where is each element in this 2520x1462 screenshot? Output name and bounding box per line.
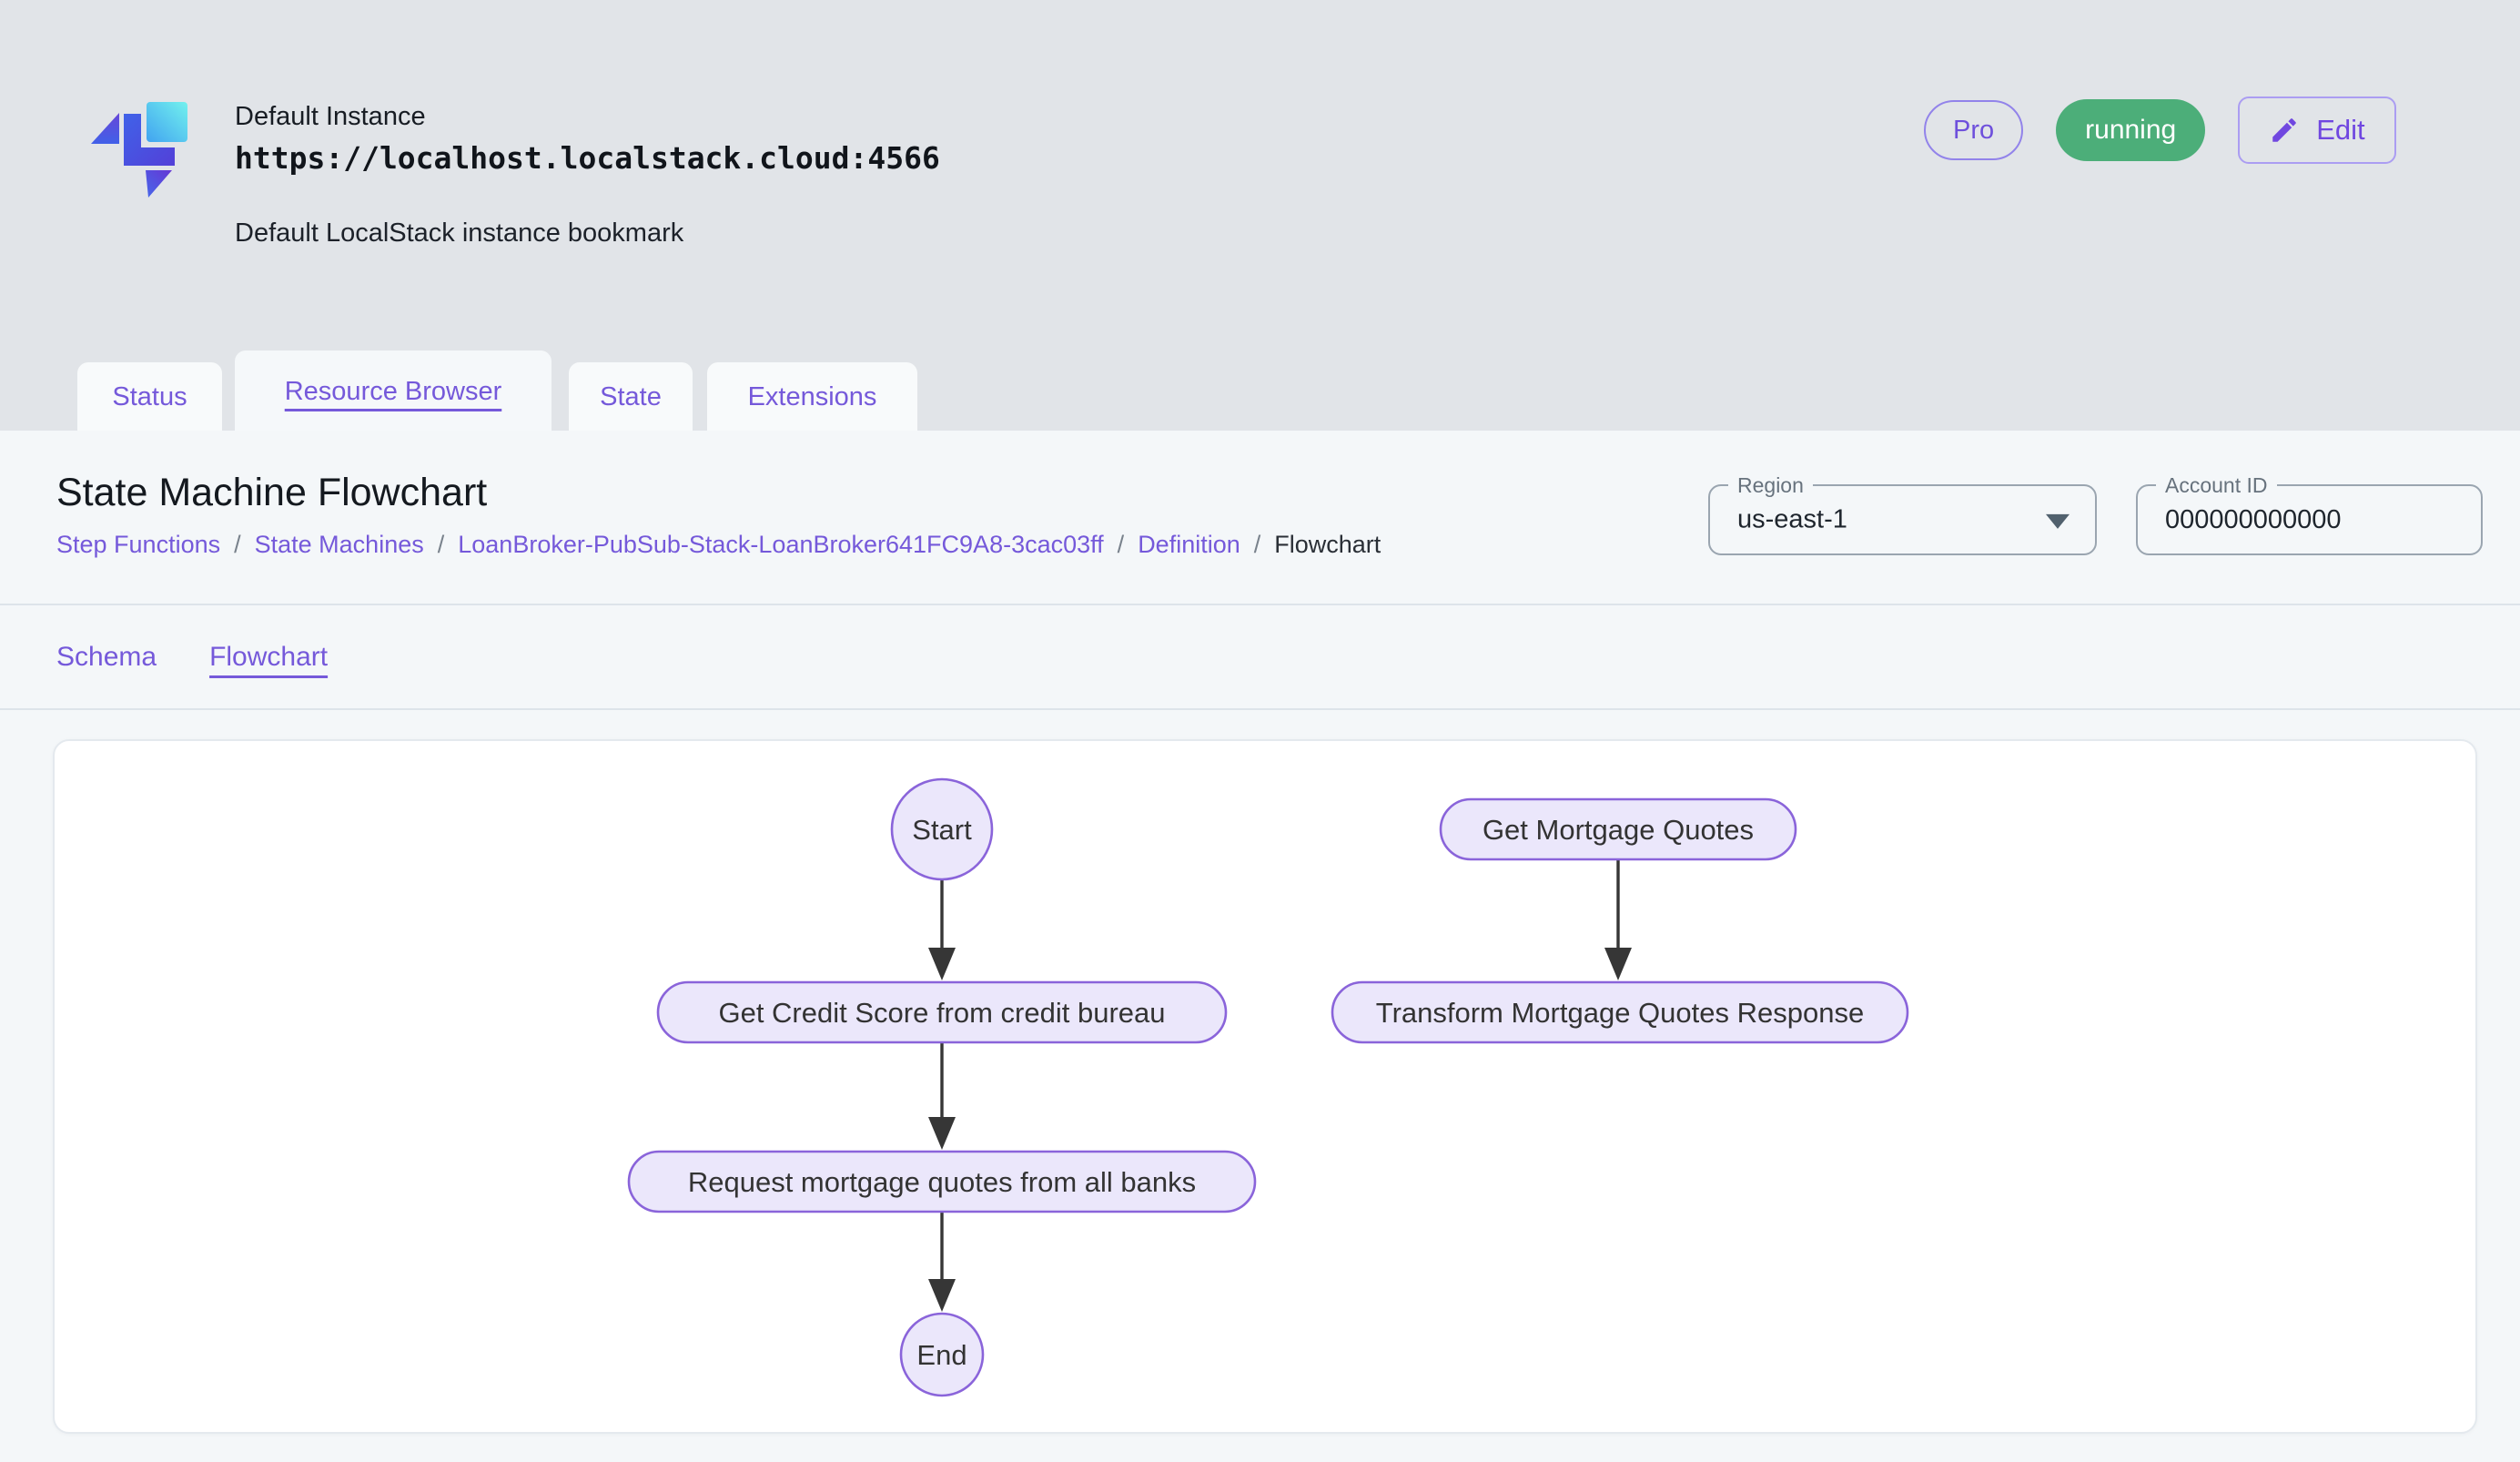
- node-get-credit-score: Get Credit Score from credit bureau: [658, 982, 1226, 1042]
- page-title: State Machine Flowchart: [56, 471, 487, 515]
- instance-description: Default LocalStack instance bookmark: [235, 218, 683, 249]
- svg-text:Get Credit Score from credit b: Get Credit Score from credit bureau: [718, 997, 1165, 1029]
- instance-name: Default Instance: [235, 102, 426, 132]
- region-value: us-east-1: [1737, 505, 1847, 535]
- subtab-flowchart[interactable]: Flowchart: [209, 633, 328, 682]
- divider: [0, 708, 2520, 710]
- breadcrumb-state-machine-id[interactable]: LoanBroker-PubSub-Stack-LoanBroker641FC9…: [458, 531, 1103, 559]
- tab-state[interactable]: State: [569, 362, 693, 431]
- resource-browser-panel: State Machine Flowchart Step Functions /…: [0, 431, 2520, 1462]
- edit-button[interactable]: Edit: [2238, 96, 2395, 164]
- edge-quotes-to-transform: [1604, 860, 1632, 980]
- breadcrumb-separator: /: [1254, 531, 1261, 559]
- node-end: End: [901, 1314, 983, 1396]
- svg-text:Get Mortgage Quotes: Get Mortgage Quotes: [1483, 814, 1754, 846]
- node-start: Start: [892, 779, 992, 879]
- flowchart-card: Start Get Credit Score from credit burea…: [53, 739, 2477, 1434]
- divider: [0, 604, 2520, 605]
- region-label: Region: [1728, 472, 1813, 499]
- breadcrumb-separator: /: [438, 531, 445, 559]
- header-actions: Pro running Edit: [1924, 96, 2396, 164]
- instance-url: https://localhost.localstack.cloud:4566: [235, 140, 940, 176]
- node-transform-response: Transform Mortgage Quotes Response: [1332, 982, 1908, 1042]
- svg-text:End: End: [916, 1339, 967, 1371]
- pencil-icon: [2269, 115, 2300, 146]
- chevron-down-icon: [2046, 514, 2070, 529]
- svg-text:Start: Start: [912, 814, 972, 846]
- breadcrumb-definition[interactable]: Definition: [1138, 531, 1240, 559]
- edit-button-label: Edit: [2316, 114, 2364, 147]
- subtab-schema[interactable]: Schema: [56, 633, 157, 682]
- edge-request-to-end: [928, 1212, 956, 1312]
- svg-text:Request mortgage quotes from a: Request mortgage quotes from all banks: [688, 1166, 1196, 1198]
- status-badge: running: [2056, 99, 2205, 161]
- breadcrumb: Step Functions / State Machines / LoanBr…: [56, 531, 1381, 559]
- node-get-mortgage-quotes: Get Mortgage Quotes: [1441, 799, 1796, 859]
- tab-extensions[interactable]: Extensions: [707, 362, 917, 431]
- account-id-field: Account ID: [2136, 484, 2483, 555]
- state-machine-flowchart-svg: Start Get Credit Score from credit burea…: [55, 741, 2479, 1436]
- localstack-logo: [80, 89, 217, 217]
- tab-status[interactable]: Status: [77, 362, 222, 431]
- svg-text:Transform Mortgage Quotes Resp: Transform Mortgage Quotes Response: [1376, 997, 1864, 1029]
- definition-subtabs: Schema Flowchart: [56, 633, 328, 682]
- edge-credit-score-to-request: [928, 1042, 956, 1150]
- pro-badge: Pro: [1924, 100, 2023, 160]
- breadcrumb-separator: /: [1118, 531, 1125, 559]
- edge-start-to-credit-score: [928, 880, 956, 980]
- node-request-quotes: Request mortgage quotes from all banks: [629, 1152, 1255, 1212]
- region-select[interactable]: Region us-east-1: [1708, 484, 2097, 555]
- breadcrumb-current: Flowchart: [1274, 531, 1381, 559]
- breadcrumb-step-functions[interactable]: Step Functions: [56, 531, 220, 559]
- account-id-input[interactable]: [2138, 486, 2481, 553]
- breadcrumb-separator: /: [234, 531, 241, 559]
- breadcrumb-state-machines[interactable]: State Machines: [255, 531, 424, 559]
- tab-resource-browser[interactable]: Resource Browser: [235, 350, 552, 432]
